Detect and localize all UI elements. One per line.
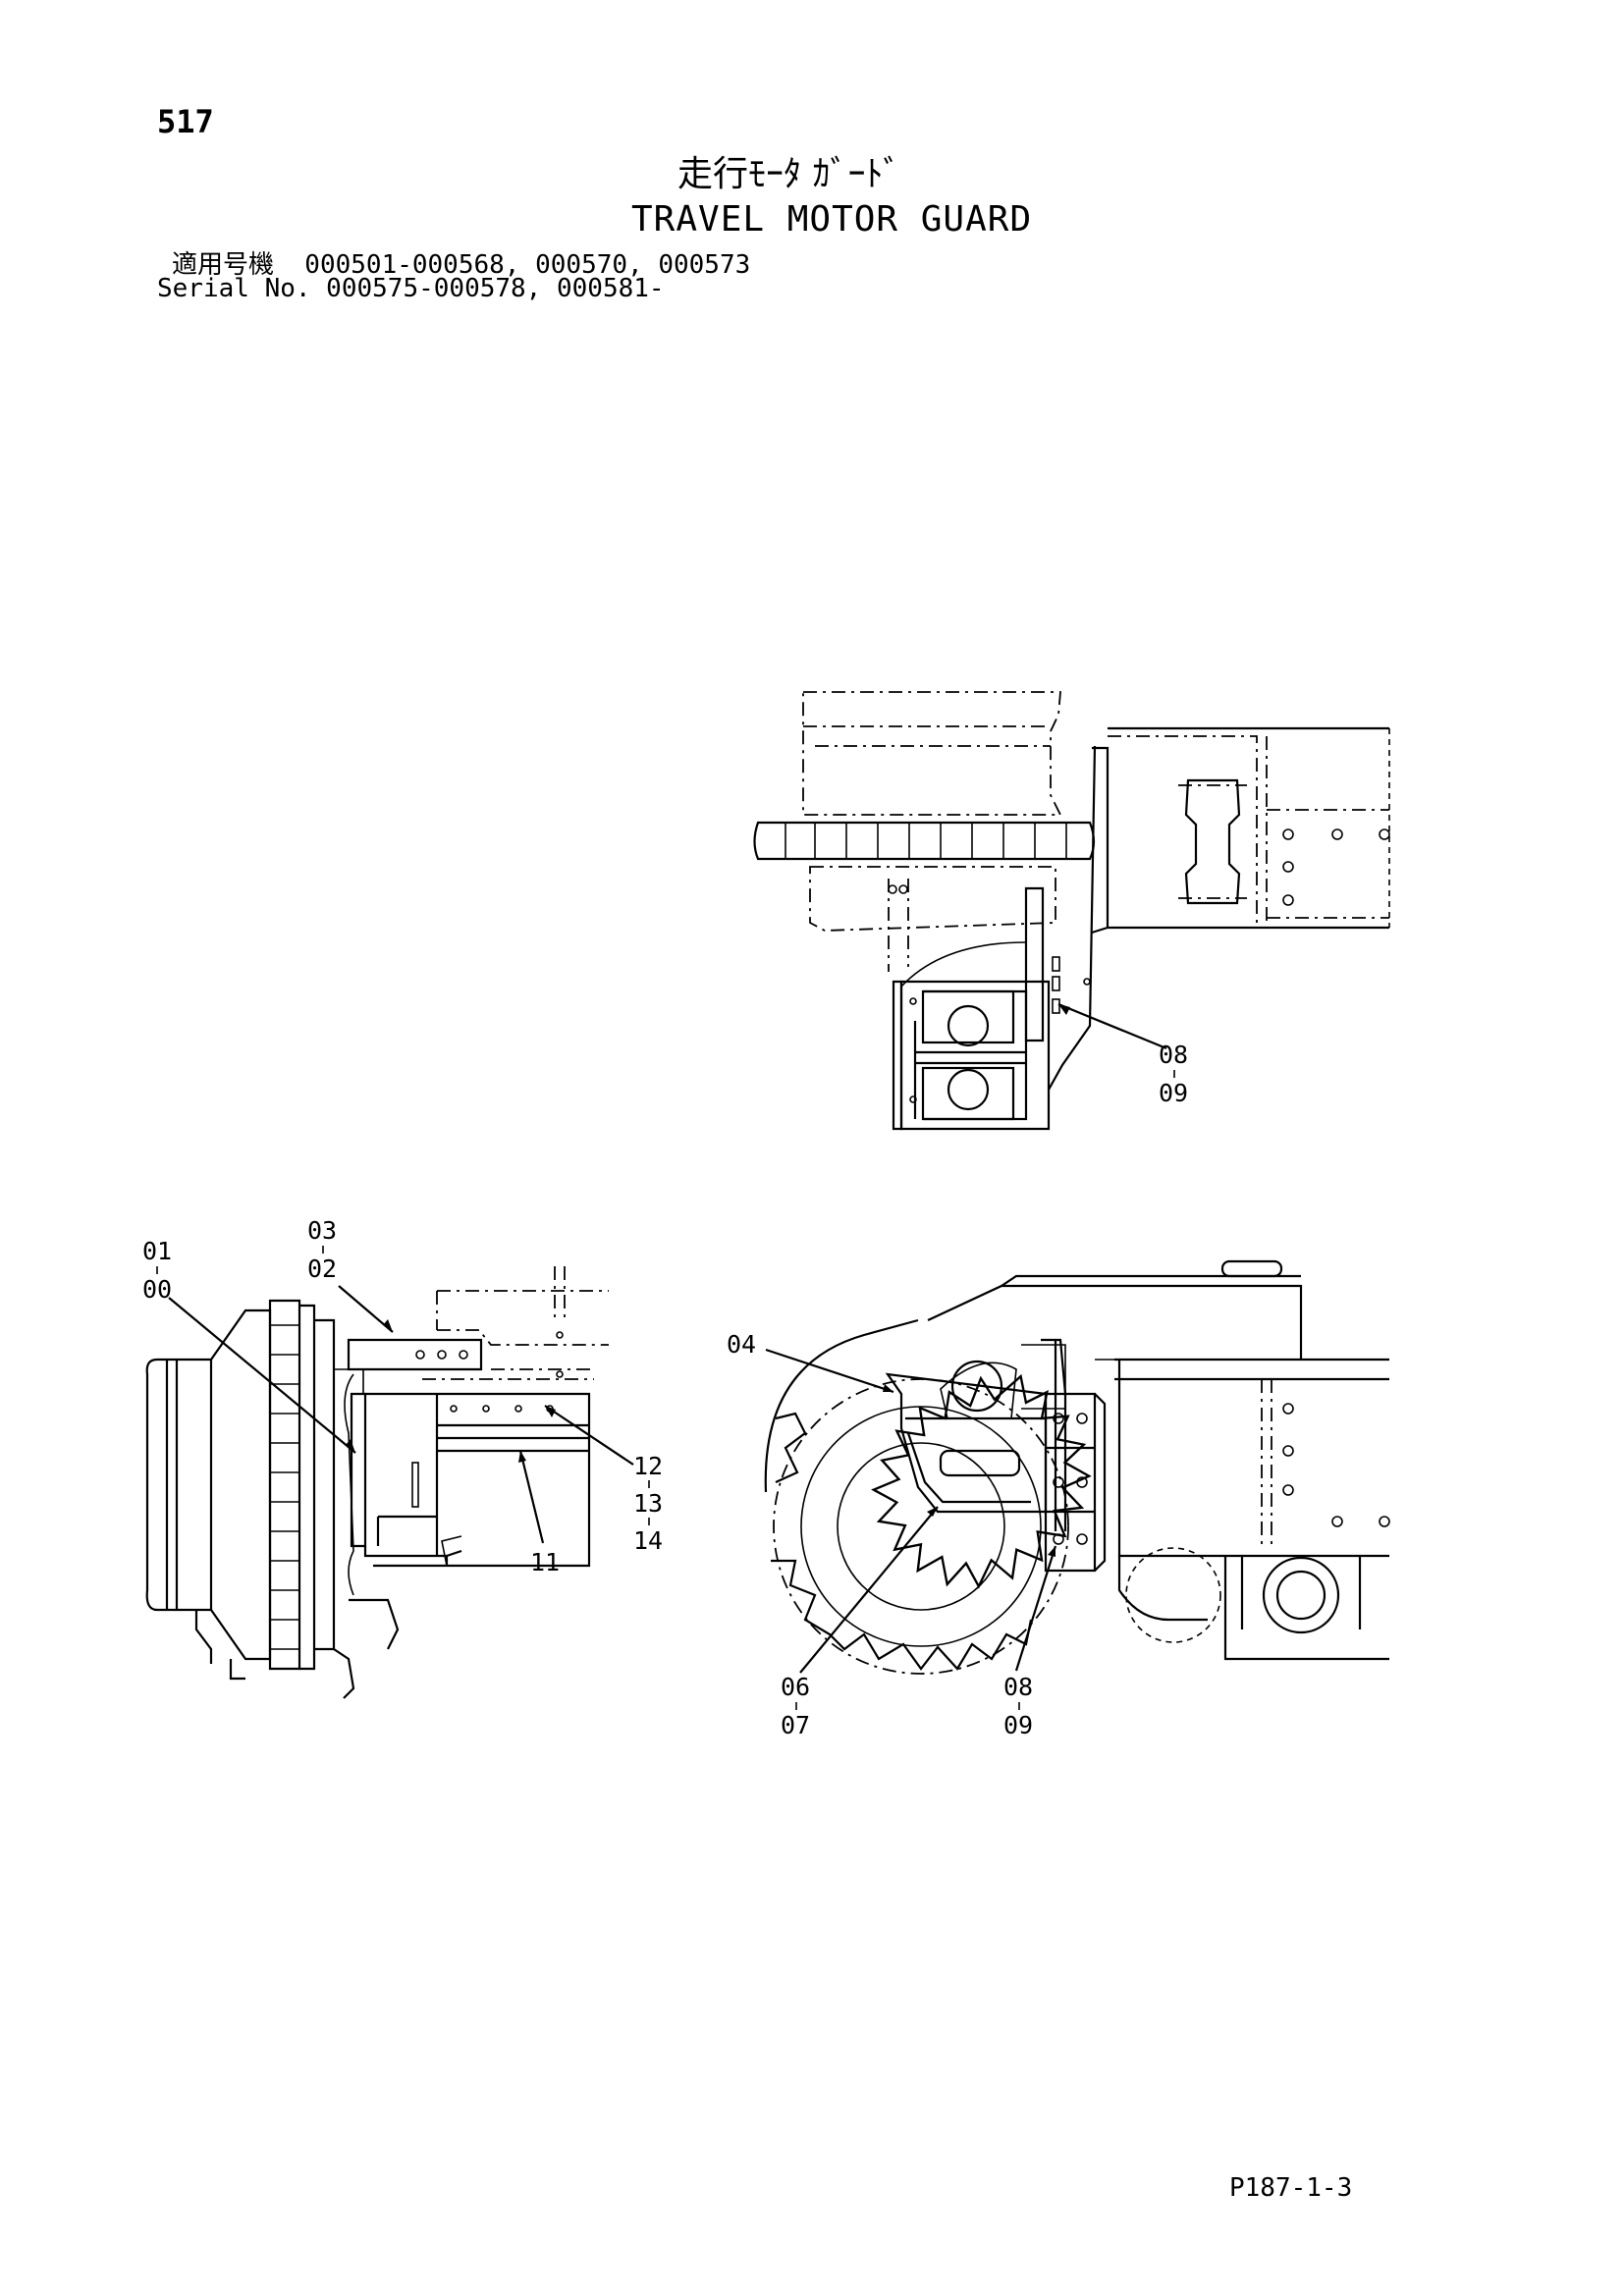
front-view-drawing (764, 1259, 1390, 1675)
callout-01-00: 01 00 (142, 1237, 172, 1304)
callout-08-09-top: 08 09 (1159, 1041, 1188, 1107)
callout-08-09-bottom: 08 09 (1003, 1673, 1033, 1739)
page-number: 517 (157, 103, 214, 140)
callout-11: 11 (530, 1548, 560, 1576)
callout-label: 08 (1159, 1041, 1188, 1069)
callout-label: 01 (142, 1237, 172, 1265)
callout-label: 02 (307, 1255, 337, 1283)
callout-label: 12 (633, 1452, 663, 1480)
serial-applicability-jp: 適用号機 000501-000568, 000570, 000573 (172, 250, 751, 280)
callout-label: 11 (530, 1548, 560, 1576)
callout-label: 09 (1159, 1079, 1188, 1107)
callout-label: 09 (1003, 1711, 1033, 1739)
callout-12-13-14: 12 13 14 (633, 1452, 663, 1555)
callout-label: 00 (142, 1275, 172, 1304)
title-english: TRAVEL MOTOR GUARD (631, 199, 1033, 240)
callout-label: 08 (1003, 1673, 1033, 1701)
side-view-drawing (145, 1266, 634, 1699)
callout-label: 14 (633, 1526, 663, 1555)
callout-06-07: 06 07 (781, 1673, 810, 1739)
title-japanese: 走行ﾓｰﾀ ｶﾞｰﾄﾞ (677, 154, 901, 194)
callout-label: 07 (781, 1711, 810, 1739)
serial-applicability-en: Serial No. 000575-000578, 000581- (157, 274, 665, 303)
callout-label: 03 (307, 1216, 337, 1245)
callout-label: 13 (633, 1489, 663, 1518)
top-view-drawing (753, 691, 1390, 1131)
callout-label: 04 (727, 1330, 756, 1359)
callout-label: 06 (781, 1673, 810, 1701)
callout-03-02: 03 02 (307, 1216, 337, 1283)
page-reference: P187-1-3 (1229, 2173, 1353, 2203)
callout-04: 04 (727, 1330, 756, 1359)
